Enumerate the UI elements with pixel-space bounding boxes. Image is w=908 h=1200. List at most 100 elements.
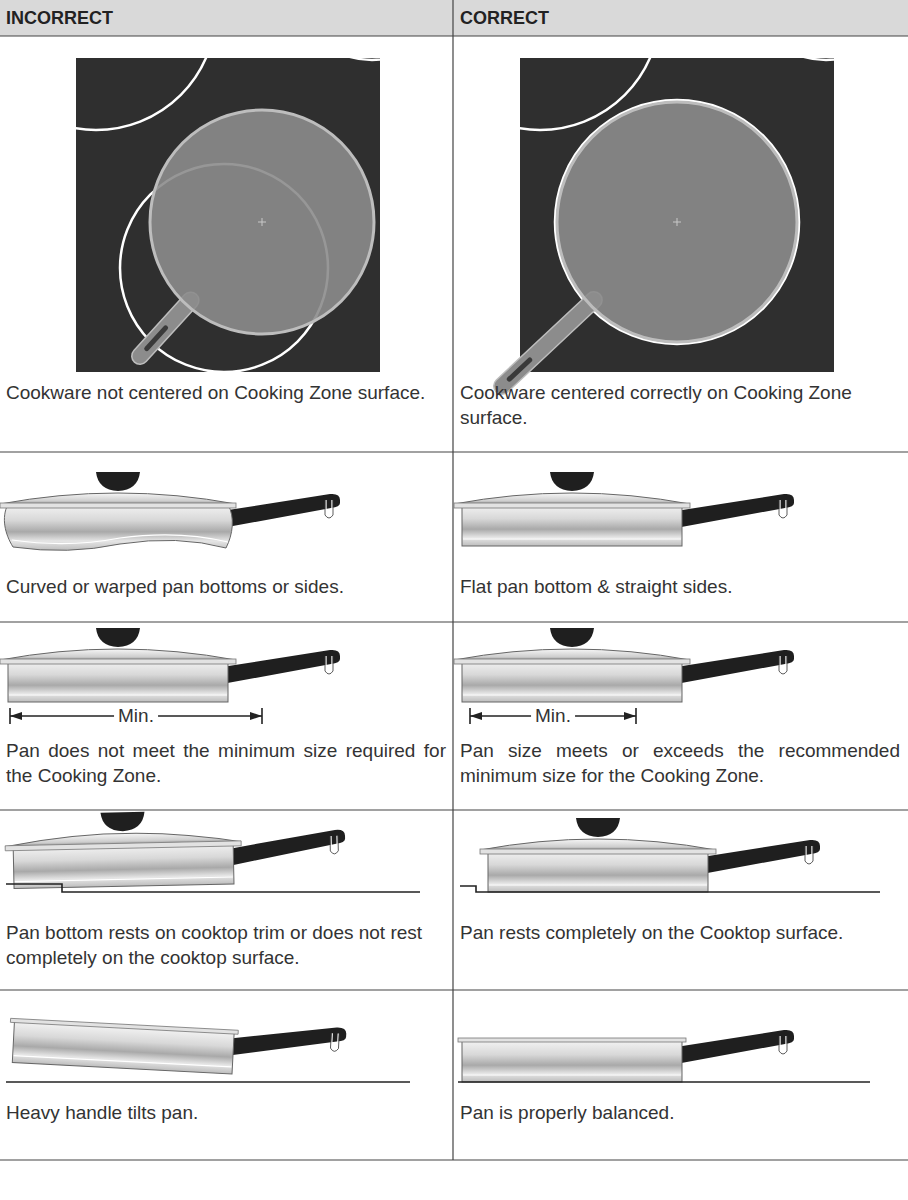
zone-ring	[555, 100, 799, 344]
cooktop-surface-line	[458, 1081, 870, 1083]
hanging-ring	[779, 656, 787, 674]
pan-side-view	[0, 628, 340, 702]
column-header: INCORRECT	[6, 6, 446, 31]
arrowhead	[470, 712, 482, 720]
pan-lid	[454, 649, 690, 660]
pan-rim	[10, 1018, 238, 1034]
pan-base-line	[12, 535, 228, 544]
table-rule	[0, 1159, 908, 1160]
table-cell: Heavy handle tilts pan.	[6, 1100, 446, 1125]
hanging-ring	[326, 500, 332, 517]
center-mark	[677, 218, 678, 226]
pan-rim	[454, 659, 690, 664]
dimension-label: Min.	[531, 705, 575, 727]
pan-side-view	[8, 1010, 346, 1080]
pan-body	[462, 504, 682, 546]
lid-knob	[550, 472, 594, 491]
hanging-ring	[325, 656, 333, 674]
cooking-zones	[76, 58, 380, 372]
pan-base-line	[463, 1074, 681, 1075]
hanging-ring	[330, 1033, 339, 1051]
pan-base-line	[489, 884, 707, 885]
pan-body	[4, 504, 232, 550]
table-cell: Cookware not centered on Cooking Zone su…	[6, 380, 446, 405]
pan-handle	[227, 1022, 347, 1062]
table-cell: Pan does not meet the minimum size requi…	[6, 738, 446, 788]
pan-handle	[140, 300, 191, 356]
pan-lid	[0, 649, 236, 660]
pan-handle	[502, 300, 594, 386]
arrowhead	[250, 712, 262, 720]
table-cell: Pan bottom rests on cooktop trim or does…	[6, 920, 446, 970]
pan-rim	[458, 1038, 686, 1042]
header-band	[0, 0, 908, 36]
pan-top-view	[150, 110, 374, 334]
lid-knob	[96, 472, 140, 491]
pan-base-line	[15, 877, 233, 882]
pan-body	[488, 850, 708, 892]
pan-handle	[222, 650, 340, 684]
hanging-ring	[779, 500, 787, 518]
table-cell: Pan size meets or exceeds the recommende…	[460, 738, 900, 788]
pan-base-line	[14, 1056, 232, 1067]
hanging-ring	[331, 1033, 338, 1050]
lid-knob	[576, 818, 620, 837]
pan-lid	[480, 839, 716, 850]
dimension-label: Min.	[114, 705, 158, 727]
cooktop-trim-line	[460, 886, 880, 892]
hanging-ring	[330, 836, 338, 854]
pan-rim	[5, 841, 241, 851]
pan-body	[462, 660, 682, 702]
hanging-ring	[805, 846, 813, 864]
pan-side-view	[454, 472, 794, 546]
pan-side-view	[480, 818, 820, 892]
pan-side-view	[5, 808, 346, 889]
pan-side-view	[454, 628, 794, 702]
pan-lid	[0, 493, 236, 504]
pan-rim	[480, 849, 716, 854]
pan-handle	[676, 1030, 794, 1064]
pan-rim	[0, 503, 236, 508]
hanging-ring	[331, 836, 337, 853]
pan-body	[8, 660, 228, 702]
pan-body	[462, 1040, 682, 1082]
cooktop-trim-line	[6, 884, 420, 892]
arrowhead	[624, 712, 636, 720]
lid-knob	[96, 628, 140, 647]
cooktop-surface	[76, 58, 380, 372]
hanging-ring	[780, 656, 786, 673]
pan-base-line	[463, 694, 681, 695]
pan-side-view	[0, 472, 340, 550]
pan-lid	[454, 493, 690, 504]
center-mark	[262, 218, 263, 226]
zone-ring	[292, 58, 380, 60]
pan-handle	[676, 494, 794, 528]
column-header: CORRECT	[460, 6, 900, 31]
table-rule	[0, 989, 908, 990]
pan-handle	[702, 840, 820, 874]
handle-slot	[147, 328, 166, 349]
column-divider	[452, 0, 453, 1160]
pan-rim	[454, 503, 690, 508]
pan-handle	[140, 300, 191, 356]
table-rule	[0, 35, 908, 36]
hanging-ring	[779, 1036, 787, 1054]
table-cell: Pan rests completely on the Cooktop surf…	[460, 920, 900, 945]
hanging-ring	[806, 846, 812, 863]
table-rule	[0, 451, 908, 452]
zone-ring	[746, 58, 834, 60]
hanging-ring	[326, 656, 332, 673]
pan-side-view	[458, 1030, 794, 1082]
zone-ring	[76, 58, 216, 130]
hanging-ring	[325, 500, 333, 518]
pan-handle	[502, 300, 594, 386]
handle-slot	[509, 360, 529, 379]
hanging-ring	[780, 500, 786, 517]
table-cell: Pan is properly balanced.	[460, 1100, 900, 1125]
pan-handle	[676, 650, 794, 684]
table-cell: Flat pan bottom & straight sides.	[460, 574, 900, 599]
arrowhead	[10, 712, 22, 720]
table-cell: Cookware centered correctly on Cooking Z…	[460, 380, 900, 430]
